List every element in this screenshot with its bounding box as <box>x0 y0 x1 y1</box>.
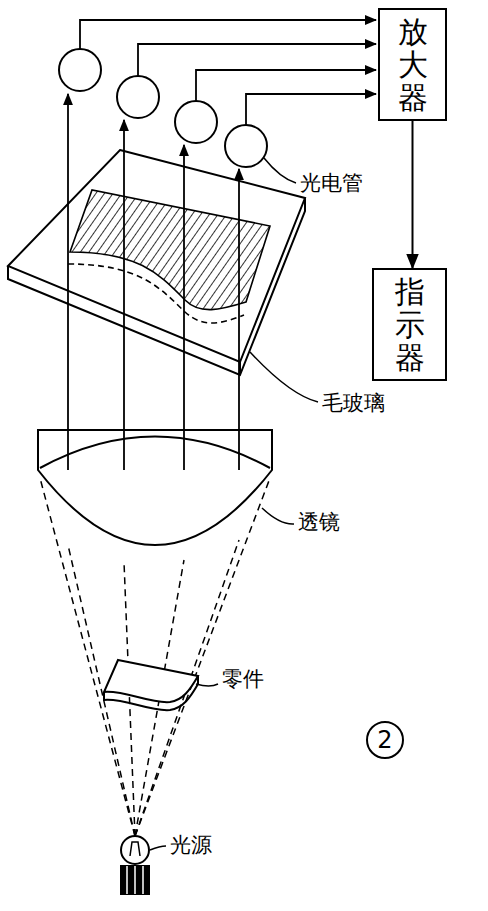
amplifier-box: 放大器 <box>378 8 447 121</box>
workpiece-edge <box>104 676 198 710</box>
lamp <box>121 836 149 894</box>
part-label: 光电管 <box>298 172 365 195</box>
figure-number: 2 <box>366 721 404 759</box>
box-text: 指示器 <box>395 275 425 374</box>
photocell <box>117 76 159 118</box>
light-ray-dashed <box>40 478 270 836</box>
part-label: 光源 <box>168 834 214 857</box>
part-label: 透镜 <box>296 511 342 534</box>
indicator-box: 指示器 <box>372 268 447 381</box>
callout-number: 2 <box>377 728 392 752</box>
signal-arrow <box>412 121 414 268</box>
light-ray <box>68 94 239 470</box>
projected-image <box>70 190 270 310</box>
workpiece <box>104 660 198 702</box>
part-label: 毛玻璃 <box>320 392 387 415</box>
box-text: 放大器 <box>398 15 428 114</box>
photocell <box>225 125 267 167</box>
photocell <box>59 49 101 91</box>
signal-wire <box>80 20 376 125</box>
photocell <box>175 101 217 143</box>
image-edge-dashed <box>68 264 244 323</box>
part-label: 零件 <box>220 668 266 691</box>
leader-line <box>150 158 318 850</box>
ground-glass <box>8 150 305 375</box>
lens <box>38 430 272 545</box>
